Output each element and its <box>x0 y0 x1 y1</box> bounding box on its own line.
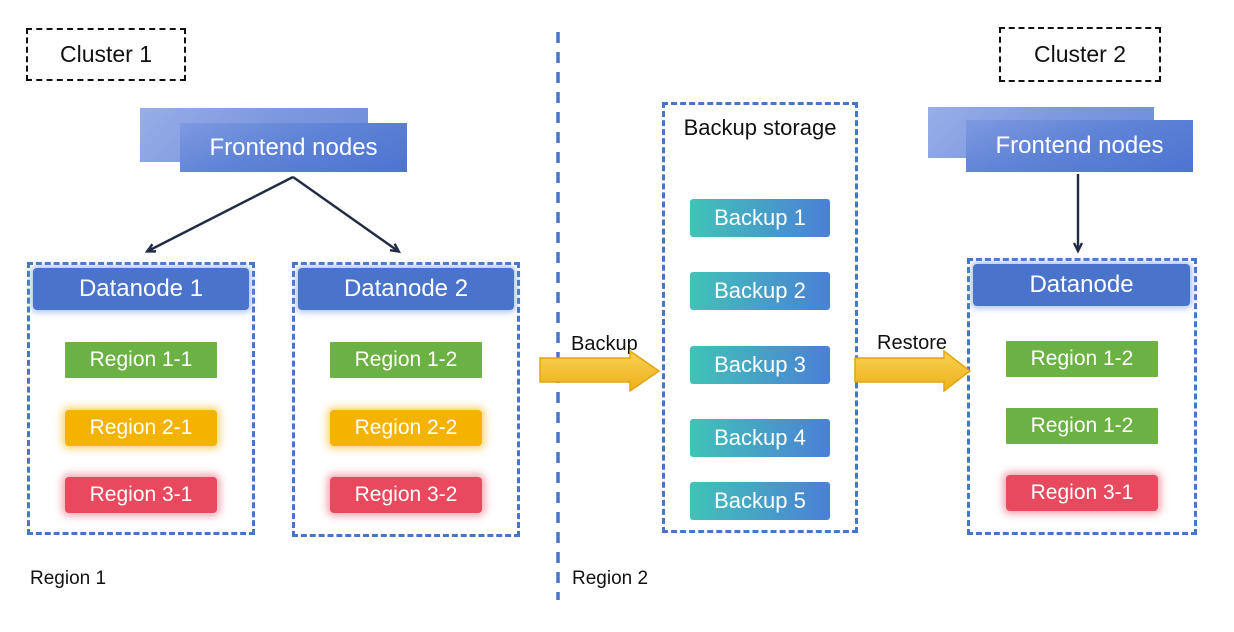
region1-zone-label: Region 1 <box>30 568 107 589</box>
datanode1-header: Datanode 1 <box>33 268 249 310</box>
region-chip: Region 2-2 <box>330 410 482 446</box>
cluster2-datanode-header: Datanode <box>973 264 1190 306</box>
backup-item: Backup 3 <box>690 346 830 384</box>
backup-item: Backup 2 <box>690 272 830 310</box>
datanode1-title: Datanode 1 <box>78 275 204 302</box>
cluster1-label: Cluster 1 <box>59 41 153 67</box>
datanode2-title: Datanode 2 <box>343 275 469 302</box>
frontend-to-datanode2-arrow <box>292 176 398 251</box>
backup-arrow <box>539 349 661 393</box>
cluster2-frontend-label: Frontend nodes <box>995 132 1164 159</box>
region-chip: Region 1-2 <box>330 342 482 378</box>
restore-flow-label: Restore <box>877 332 948 354</box>
cluster2-label-box: Cluster 2 <box>999 27 1161 82</box>
region-chip: Region 3-1 <box>65 477 217 513</box>
backup-flow-label: Backup <box>571 333 638 355</box>
backup-item: Backup 1 <box>690 199 830 237</box>
backup-storage-title: Backup storage <box>683 115 837 140</box>
cluster2-frontend-nodes-box: Frontend nodes <box>966 120 1193 172</box>
region-chip: Region 1-2 <box>1006 341 1158 377</box>
cluster2-datanode-title: Datanode <box>1029 271 1134 298</box>
region-chip: Region 2-1 <box>65 410 217 446</box>
region2-zone-label: Region 2 <box>572 568 649 589</box>
cluster1-frontend-nodes-box: Frontend nodes <box>180 123 407 172</box>
region-chip: Region 1-1 <box>65 342 217 378</box>
backup-item: Backup 5 <box>690 482 830 520</box>
restore-arrow <box>854 349 972 393</box>
datanode2-header: Datanode 2 <box>298 268 514 310</box>
cluster1-frontend-label: Frontend nodes <box>209 133 378 161</box>
cluster1-label-box: Cluster 1 <box>26 28 186 81</box>
region-chip: Region 3-1 <box>1006 475 1158 511</box>
backup-item: Backup 4 <box>690 419 830 457</box>
backup-storage-container: Backup storage <box>662 102 858 533</box>
cluster2-label: Cluster 2 <box>1033 41 1127 67</box>
region-chip: Region 1-2 <box>1006 408 1158 444</box>
region-chip: Region 3-2 <box>330 477 482 513</box>
frontend-to-datanode1-arrow <box>148 175 294 251</box>
